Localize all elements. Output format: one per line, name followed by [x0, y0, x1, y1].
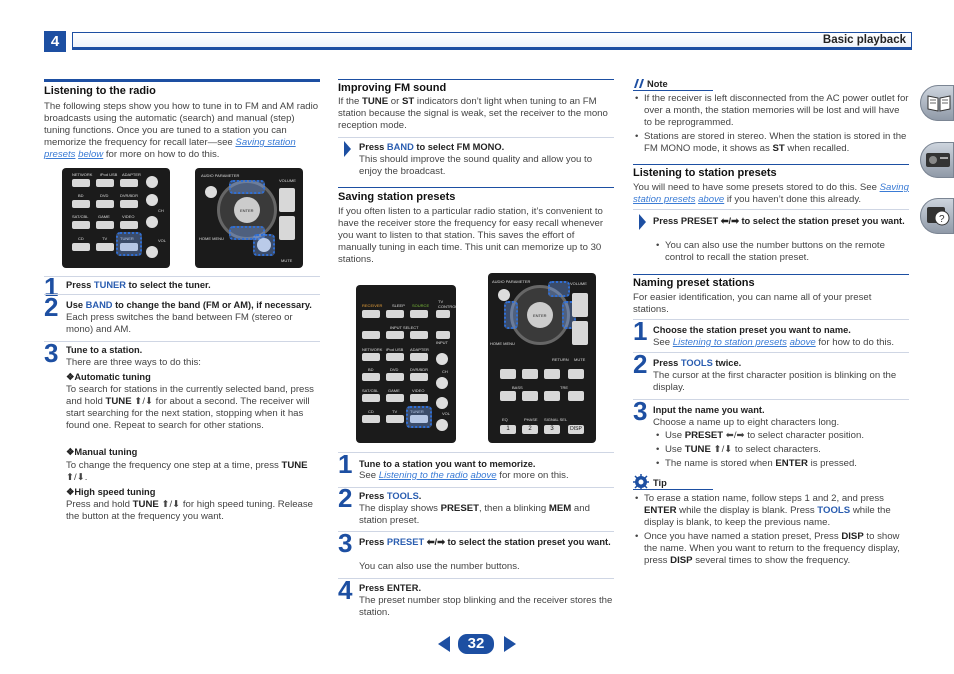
naming-presets-body: For easier identification, you can name …	[633, 292, 872, 315]
remote-image-tools-preset: AUDIO PARAMETER TUNE VOLUME ENTER HOME M…	[488, 273, 596, 443]
intro-paragraph: The following steps show you how to tune…	[44, 101, 319, 160]
name-bullet-1: Use PRESET ⬅/➡ to select character posit…	[656, 430, 910, 442]
remote-image-tune-band: AUDIO PARAMETER VOLUME ENTER HOME MENU M…	[195, 168, 303, 268]
link-above[interactable]: above	[470, 470, 497, 481]
section-title-listening-radio: Listening to the radio	[44, 85, 156, 97]
step-3-title: Tune to a station.	[66, 345, 143, 355]
automatic-tuning-title: ❖Automatic tuning	[66, 372, 151, 382]
band-fm-mono-step: Press BAND to select FM MONO.	[359, 142, 505, 152]
automatic-tuning-body: To search for stations in the currently …	[66, 384, 314, 431]
step-1-title: Press TUNER to select the tuner.	[66, 280, 211, 290]
name-step-1-body: See Listening to station presets above f…	[653, 337, 895, 348]
listening-presets-body: You will need to have some presets store…	[633, 182, 909, 205]
band-fm-mono-body: This should improve the sound quality an…	[359, 154, 593, 177]
svg-text:?: ?	[939, 214, 945, 225]
step-number: 2	[338, 483, 353, 513]
link-above[interactable]: above	[698, 194, 725, 205]
listening-presets-step: Press PRESET ⬅/➡ to select the station p…	[653, 216, 905, 226]
receiver-icon	[926, 153, 950, 167]
remote-image-receiver: RECEIVER SLEEP SOURCE TV CONTROL INPUT S…	[356, 285, 456, 443]
step-number: 1	[338, 449, 353, 479]
saving-presets-body: If you often listen to a particular radi…	[338, 206, 604, 265]
link-below[interactable]: below	[78, 149, 104, 160]
sidetab-receiver[interactable]	[920, 142, 954, 178]
sidetab-contents[interactable]	[920, 85, 954, 121]
save-step-2-body: The display shows PRESET, then a blinkin…	[359, 503, 590, 526]
step-number: 4	[338, 575, 353, 605]
section-rule	[44, 79, 320, 82]
next-page-icon[interactable]	[504, 636, 516, 652]
sidetab-help[interactable]: ?	[920, 198, 954, 234]
save-step-1-title: Tune to a station you want to memorize.	[359, 459, 536, 469]
note-icon	[634, 79, 644, 88]
save-step-1-body: See Listening to the radio above for mor…	[359, 470, 569, 481]
name-step-2-body: The cursor at the first character positi…	[653, 370, 897, 393]
name-step-3-title: Input the name you want.	[653, 405, 765, 415]
note-bullet-2: Stations are stored in stereo. When the …	[635, 131, 910, 155]
step-number: 1	[44, 272, 59, 302]
save-step-3-body: You can also use the number buttons.	[359, 561, 520, 572]
save-step-4-body: The preset number stop blinking and the …	[359, 595, 613, 618]
section-title-listening-presets: Listening to station presets	[633, 167, 777, 179]
page-number: 32	[458, 634, 494, 654]
step-number: 3	[44, 338, 59, 368]
manual-tuning-body: To change the frequency one step at a ti…	[66, 460, 308, 483]
section-title-improving-fm: Improving FM sound	[338, 82, 447, 94]
save-step-3-title: Press PRESET ⬅/➡ to select the station p…	[359, 537, 611, 547]
step-2-body: Each press switches the band between FM …	[66, 312, 293, 335]
high-speed-tuning-title: ❖High speed tuning	[66, 487, 156, 497]
improving-fm-body: If the TUNE or ST indicators don’t light…	[338, 96, 608, 131]
high-speed-tuning-body: Press and hold TUNE ⬆/⬇ for high speed t…	[66, 499, 314, 522]
name-step-1-title: Choose the station preset you want to na…	[653, 325, 851, 335]
tip-bullet-1: To erase a station name, follow steps 1 …	[635, 493, 910, 529]
chapter-number: 4	[44, 31, 66, 52]
step-3-body: There are three ways to do this:	[66, 357, 201, 368]
page-section-title: Basic playback	[822, 34, 906, 46]
remote-image-input-buttons: NETWORK iPod USB ADAPTER BD DVD DVR/BDR …	[62, 168, 170, 268]
step-number: 2	[44, 292, 59, 322]
help-icon: ?	[927, 207, 950, 226]
tip-icon	[633, 474, 649, 490]
save-step-4-title: Press ENTER.	[359, 583, 422, 593]
header-bar	[72, 32, 912, 50]
step-number: 3	[633, 396, 648, 426]
book-icon	[927, 95, 951, 112]
section-title-saving-presets: Saving station presets	[338, 191, 456, 203]
name-step-2-title: Press TOOLS twice.	[653, 358, 742, 368]
step-marker	[639, 214, 646, 230]
link-listening-station-presets[interactable]: Listening to station presets	[672, 337, 787, 348]
step-marker	[344, 141, 351, 157]
name-bullet-3: The name is stored when ENTER is pressed…	[656, 458, 910, 470]
tip-bullet-2: Once you have named a station preset, Pr…	[635, 531, 910, 567]
listening-presets-bullet: You can also use the number buttons on t…	[656, 240, 910, 264]
step-2-title: Use BAND to change the band (FM or AM), …	[66, 300, 312, 310]
note-bullet-1: If the receiver is left disconnected fro…	[635, 93, 910, 129]
link-saving-station-presets[interactable]: Saving station presets	[633, 182, 909, 205]
save-step-2-title: Press TOOLS.	[359, 491, 422, 501]
section-title-naming-presets: Naming preset stations	[633, 277, 755, 289]
link-saving-presets[interactable]: Saving station presets	[44, 137, 296, 160]
link-listening-radio[interactable]: Listening to the radio	[378, 470, 468, 481]
step-number: 2	[633, 349, 648, 379]
prev-page-icon[interactable]	[438, 636, 450, 652]
link-above[interactable]: above	[789, 337, 816, 348]
note-title: Note	[647, 79, 668, 89]
step-number: 3	[338, 528, 353, 558]
manual-tuning-title: ❖Manual tuning	[66, 447, 138, 457]
name-step-3-body: Choose a name up to eight characters lon…	[653, 417, 840, 428]
step-number: 1	[633, 316, 648, 346]
tip-title: Tip	[653, 478, 667, 488]
name-bullet-2: Use TUNE ⬆/⬇ to select characters.	[656, 444, 910, 456]
